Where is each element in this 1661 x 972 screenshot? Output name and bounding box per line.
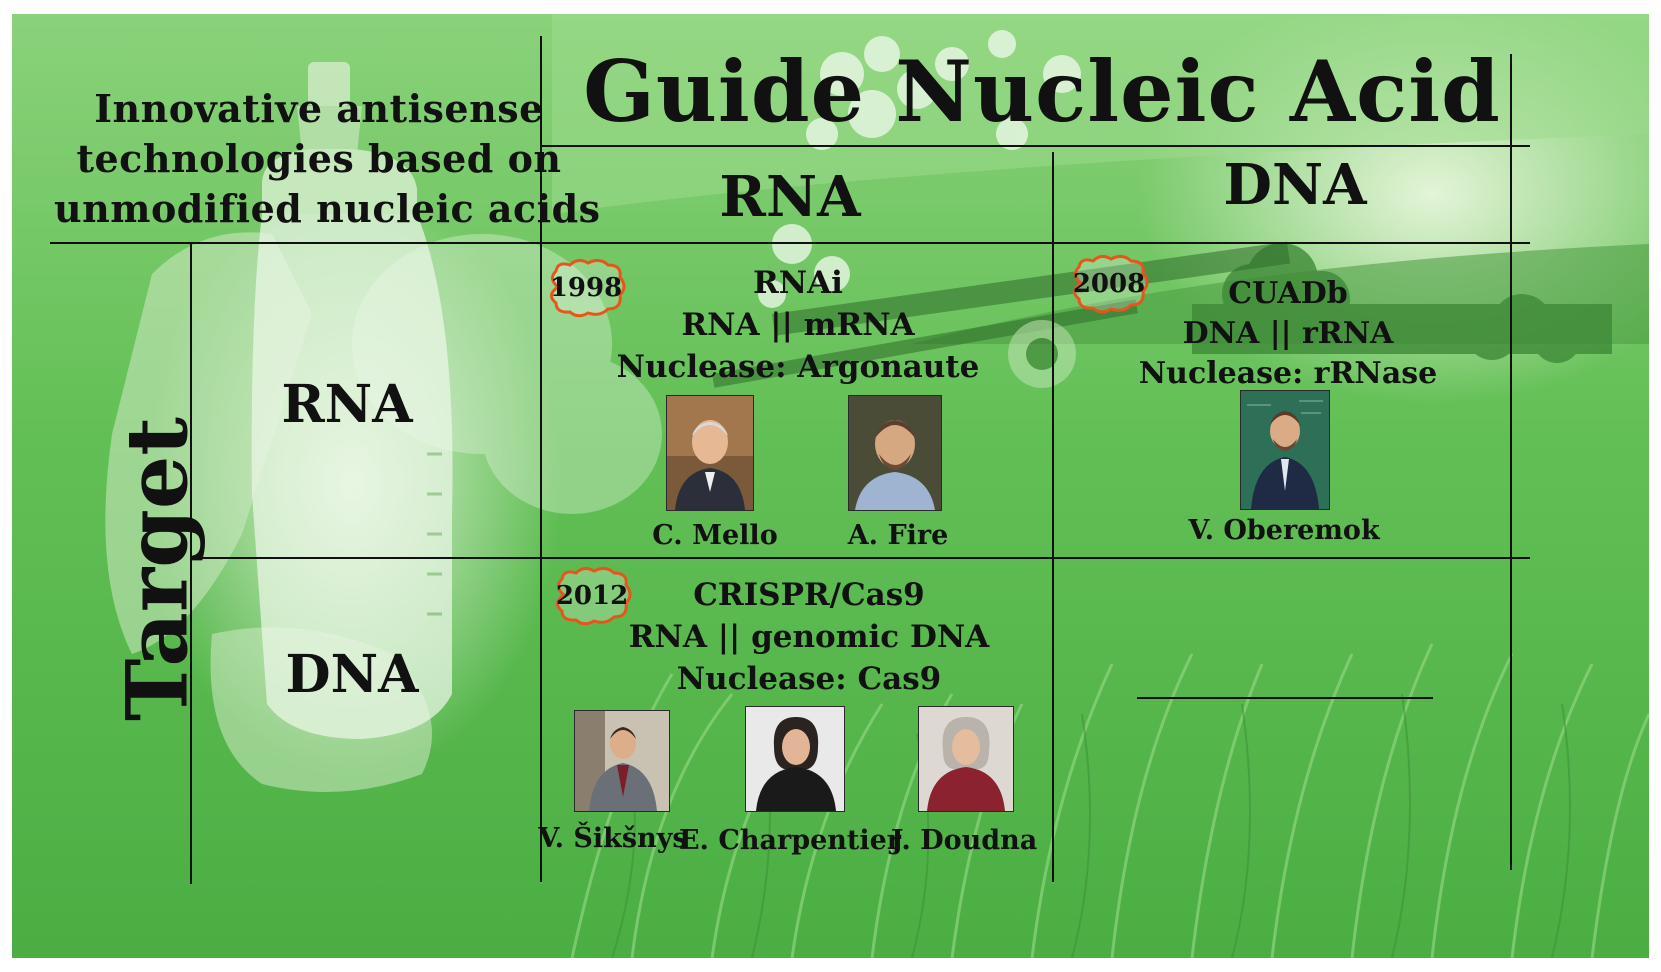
- portrait-v-oberemok: [1240, 390, 1330, 510]
- row-header-dna: DNA: [285, 644, 419, 705]
- cuadb-description: CUADb DNA || rRNA Nuclease: rRNase: [1139, 274, 1438, 394]
- year-2012-text: 2012: [555, 581, 629, 611]
- grid-horizontal-header-divider: [50, 242, 1530, 244]
- cuadb-nuclease: Nuclease: rRNase: [1138, 356, 1438, 391]
- grid-vertical-left-divider: [540, 36, 542, 882]
- person-name-e-charpentier: E. Charpentier: [678, 825, 902, 856]
- row-header-rna: RNA: [281, 374, 413, 435]
- crispr-pairing: RNA || genomic DNA: [628, 619, 990, 655]
- rnai-name: RNAi: [753, 265, 843, 301]
- rnai-pairing: RNA || mRNA: [681, 307, 915, 343]
- person-photo-icon: [746, 707, 844, 811]
- column-header-dna: DNA: [1223, 152, 1367, 218]
- grid-horizontal-row-divider: [190, 557, 1530, 559]
- person-name-j-doudna: J. Doudna: [890, 825, 1038, 856]
- person-photo-icon: [1241, 391, 1329, 509]
- year-badge-2012: 2012: [550, 565, 634, 627]
- portrait-c-mello: [666, 395, 754, 511]
- person-photo-icon: [919, 707, 1013, 811]
- cloud-badge-icon: [550, 258, 626, 318]
- grid-horizontal-title-divider: [540, 145, 1530, 147]
- intro-line-2: technologies based on: [76, 136, 562, 181]
- person-name-c-mello: C. Mello: [652, 520, 778, 551]
- portrait-j-doudna: [918, 706, 1014, 812]
- grid-vertical-center-divider: [1052, 152, 1054, 882]
- grid-horizontal-partial-divider: [1137, 697, 1433, 699]
- portrait-a-fire: [848, 395, 942, 511]
- grid-vertical-target-divider: [190, 244, 192, 884]
- cloud-badge-icon: [556, 566, 632, 626]
- person-name-a-fire: A. Fire: [847, 520, 949, 551]
- person-photo-icon: [667, 396, 753, 510]
- portrait-v-siksnys: [574, 710, 670, 812]
- background-field-illustration: [105, 14, 1649, 958]
- diagram-canvas: Innovative antisense technologies based …: [12, 14, 1649, 958]
- portrait-e-charpentier: [745, 706, 845, 812]
- cuadb-pairing: DNA || rRNA: [1182, 316, 1394, 351]
- year-badge-1998: 1998: [544, 257, 628, 319]
- grid-vertical-right-divider: [1510, 54, 1512, 870]
- person-photo-icon: [575, 711, 669, 811]
- crispr-name: CRISPR/Cas9: [693, 577, 925, 613]
- intro-line-3: unmodified nucleic acids: [54, 186, 601, 231]
- target-axis-label: Target: [107, 416, 207, 722]
- intro-line-1: Innovative antisense: [94, 86, 544, 131]
- person-name-v-oberemok: V. Oberemok: [1188, 515, 1380, 546]
- cuadb-name: CUADb: [1228, 276, 1348, 311]
- crispr-nuclease: Nuclease: Cas9: [676, 661, 942, 697]
- person-name-v-siksnys: V. Šikšnys: [538, 823, 688, 854]
- year-badge-2008: 2008: [1067, 253, 1151, 315]
- year-1998-text: 1998: [549, 273, 623, 303]
- rnai-description: RNAi RNA || mRNA Nuclease: Argonaute: [617, 262, 980, 388]
- person-photo-icon: [849, 396, 941, 510]
- year-2008-text: 2008: [1072, 269, 1146, 299]
- column-header-rna: RNA: [719, 164, 861, 230]
- intro-text: Innovative antisense technologies based …: [54, 84, 601, 234]
- main-title: Guide Nucleic Acid: [583, 42, 1501, 141]
- crispr-description: CRISPR/Cas9 RNA || genomic DNA Nuclease:…: [629, 574, 989, 700]
- cloud-badge-icon: [1073, 254, 1149, 314]
- rnai-nuclease: Nuclease: Argonaute: [616, 349, 980, 385]
